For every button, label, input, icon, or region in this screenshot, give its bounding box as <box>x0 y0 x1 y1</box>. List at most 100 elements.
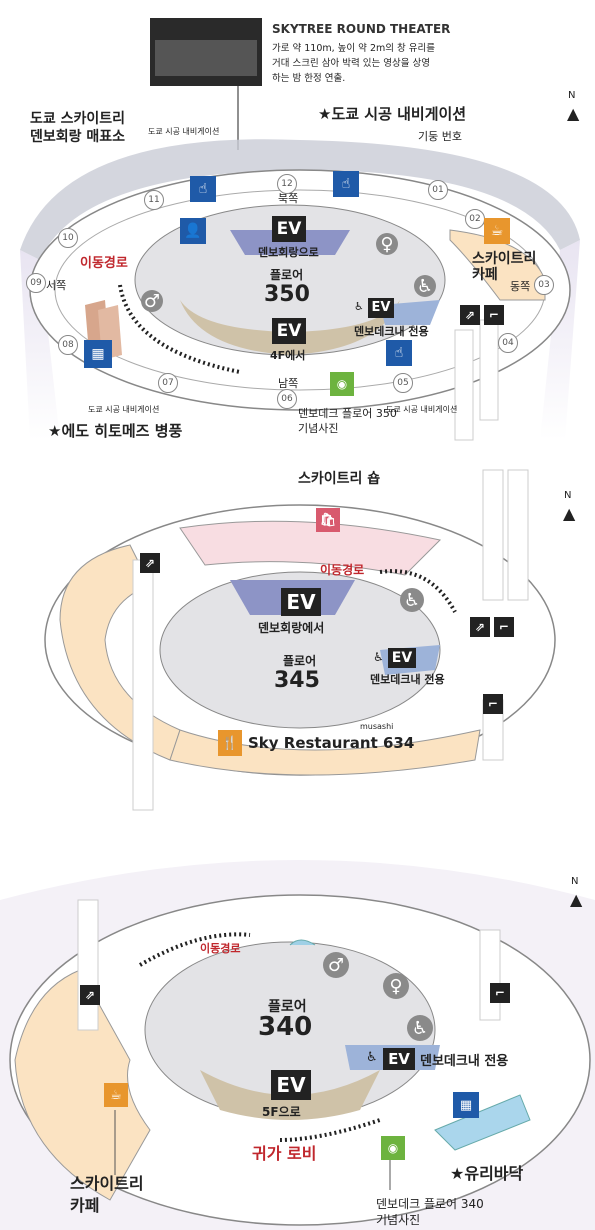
ticket-label-1: 도쿄 스카이트리 <box>30 111 126 127</box>
cafe-label-2: 카페 <box>472 267 498 283</box>
theater-desc-1: 가로 약 110m, 높이 약 2m의 창 유리를 <box>272 43 435 54</box>
restaurant-sub: musashi <box>360 722 394 731</box>
pillar-11: 11 <box>144 190 164 210</box>
pillar-12: 12 <box>277 174 297 194</box>
wheelchair-ev-icon: ♿ <box>354 300 364 313</box>
photo-340-label-2: 기념사진 <box>376 1213 421 1227</box>
ev-from-label: 4F에서 <box>270 349 306 362</box>
compass-arrow-icon: ▲ <box>567 104 580 123</box>
pillar-09: 09 <box>26 273 46 293</box>
ev-to-label: 덴보회랑으로 <box>258 246 319 259</box>
ev-345: EV <box>281 588 321 616</box>
wheelchair-icon: ♿ <box>414 275 436 297</box>
photo-340-label-1: 덴보데크 플로어 340 <box>376 1197 484 1211</box>
compass-n-345: N <box>564 490 572 501</box>
ev-deck-350: EV <box>368 298 394 318</box>
stairs-icon: ⌐ <box>490 983 510 1003</box>
floor-340-name: 플로어 <box>268 999 307 1015</box>
route-label-340: 이동경로 <box>200 942 241 955</box>
cafe-icon: ☕ <box>484 218 510 244</box>
ev-deck-345: EV <box>388 648 416 668</box>
wheelchair-icon: ♿ <box>407 1015 433 1041</box>
photo-350-label-1: 덴보데크 플로어 350 <box>298 407 397 420</box>
pillar-07: 07 <box>158 373 178 393</box>
cafe-icon: ☕ <box>104 1083 128 1107</box>
pillar-03: 03 <box>534 275 554 295</box>
north-label: 북쪽 <box>278 192 299 205</box>
cafe-label-1: 스카이트리 <box>472 251 537 267</box>
escalator-icon: ⇗ <box>80 985 100 1005</box>
women-restroom-icon: ♀ <box>376 233 398 255</box>
escalator-icon: ⇗ <box>470 617 490 637</box>
stairs-icon: ⌐ <box>484 305 504 325</box>
pillar-04: 04 <box>498 333 518 353</box>
lobby-label: 귀가 로비 <box>252 1144 317 1163</box>
ev-deck-only-345: 덴보데크내 전용 <box>370 673 445 686</box>
pillar-05: 05 <box>393 373 413 393</box>
compass-n-340: N <box>571 876 579 887</box>
escalator-icon: ⇗ <box>460 305 480 325</box>
navigation-icon: ☝ <box>333 171 359 197</box>
floor-350-name: 플로어 <box>270 268 304 282</box>
ev-from-345: 덴보회랑에서 <box>258 621 325 635</box>
restaurant-label: Sky Restaurant 634 <box>248 734 415 752</box>
navigation-icon: ☝ <box>386 340 412 366</box>
ev-350-lower: EV <box>272 318 306 344</box>
glass-floor-label: ★유리바닥 <box>450 1164 524 1183</box>
photo-350-label-2: 기념사진 <box>298 422 339 435</box>
ev-deck-only-350: 덴보데크내 전용 <box>354 325 429 338</box>
pillar-06: 06 <box>277 389 297 409</box>
compass-arrow-icon: ▲ <box>563 504 576 523</box>
ev-350-upper: EV <box>272 216 306 242</box>
ev-340: EV <box>271 1070 311 1100</box>
cafe-340-label-1: 스카이트리 <box>70 1174 144 1193</box>
route-label-350: 이동경로 <box>80 256 128 271</box>
compass-n-350: N <box>568 90 576 101</box>
floor-345-number: 345 <box>274 668 320 693</box>
compass-arrow-icon: ▲ <box>570 890 583 909</box>
floor-340-number: 340 <box>258 1012 313 1042</box>
men-restroom-icon: ♂ <box>323 952 349 978</box>
nav-small-label-3: 도쿄 시공 내비게이션 <box>386 405 458 414</box>
south-label: 남쪽 <box>278 377 299 390</box>
ev-to-5f: 5F으로 <box>262 1105 301 1119</box>
pillar-10: 10 <box>58 228 78 248</box>
men-restroom-icon: ♂ <box>141 290 163 312</box>
ticket-counter-icon: 👤 <box>180 218 206 244</box>
screen-icon: ▦ <box>84 340 112 368</box>
stairs-icon: ⌐ <box>483 694 503 714</box>
nav-main-label: ★도쿄 시공 내비게이션 <box>318 105 467 123</box>
pillar-01: 01 <box>428 180 448 200</box>
route-label-345: 이동경로 <box>320 563 365 577</box>
shop-label: 스카이트리 숍 <box>298 471 381 487</box>
ticket-label-2: 덴보회랑 매표소 <box>30 129 126 145</box>
nav-small-label-2: 도쿄 시공 내비게이션 <box>88 405 160 414</box>
stairs-icon: ⌐ <box>494 617 514 637</box>
wheelchair-ev-icon: ♿ <box>366 1050 378 1065</box>
east-label: 동쪽 <box>510 280 531 293</box>
nav-small-label-1: 도쿄 시공 내비게이션 <box>148 127 220 136</box>
pillar-02: 02 <box>465 209 485 229</box>
camera-icon: ◉ <box>381 1136 405 1160</box>
navigation-icon: ☝ <box>190 176 216 202</box>
floor-345-name: 플로어 <box>283 654 317 668</box>
camera-icon: ◉ <box>330 372 354 396</box>
pillar-label: 기둥 번호 <box>418 130 462 143</box>
edo-screen-label: ★에도 히토메즈 병풍 <box>48 422 183 440</box>
floor-350-number: 350 <box>264 282 310 307</box>
escalator-icon: ⇗ <box>140 553 160 573</box>
pillar-08: 08 <box>58 335 78 355</box>
restaurant-icon: 🍴 <box>218 730 242 756</box>
ev-deck-340: EV <box>383 1048 415 1070</box>
glass-floor-icon: ▦ <box>453 1092 479 1118</box>
women-restroom-icon: ♀ <box>383 973 409 999</box>
theater-title: SKYTREE ROUND THEATER <box>272 22 451 36</box>
wheelchair-icon: ♿ <box>400 588 424 612</box>
ev-deck-only-340: 덴보데크내 전용 <box>420 1054 509 1069</box>
shop-bag-icon: 🛍 <box>316 508 340 532</box>
cafe-340-label-2: 카페 <box>70 1196 100 1215</box>
wheelchair-ev-icon: ♿ <box>373 650 384 664</box>
theater-desc-3: 하는 밤 한정 연출. <box>272 73 346 84</box>
west-label: 서쪽 <box>46 279 67 292</box>
